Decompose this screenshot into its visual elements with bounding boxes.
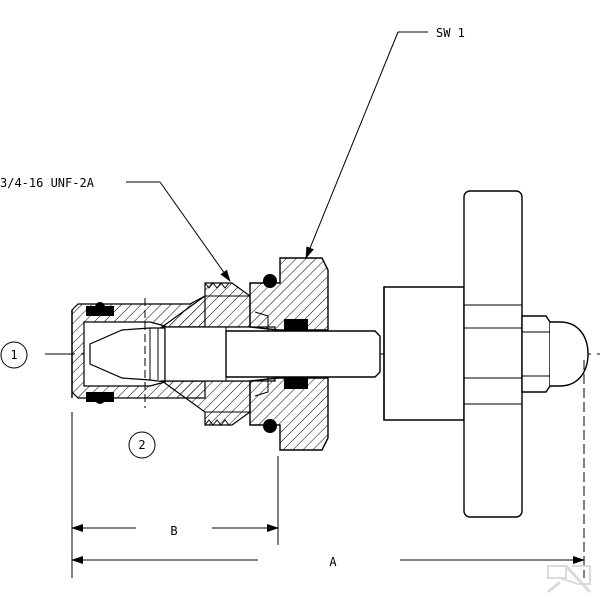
handwheel-hub: [383, 286, 465, 421]
valve-stem: [225, 330, 381, 378]
callout-sw1: [305, 31, 428, 259]
port-2-marker: 2: [128, 431, 156, 459]
cartridge-seals: [86, 302, 114, 404]
hex-flange: [249, 257, 329, 451]
watermark-logo: [547, 564, 592, 594]
acorn-nut: [521, 315, 589, 393]
dimension-b: B: [71, 524, 279, 538]
thread-spec-label: 3/4-16 UNF-2A: [0, 176, 95, 190]
dimension-b-label: B: [170, 524, 177, 538]
dimension-a: A: [71, 555, 585, 569]
port-1-label: 1: [10, 348, 17, 362]
dimension-a-label: A: [329, 555, 337, 569]
port-2-label: 2: [138, 438, 145, 452]
handwheel-disc: [463, 190, 523, 518]
wrench-size-label: SW 1: [436, 26, 465, 40]
callout-thread: [126, 181, 231, 282]
port-1-marker: 1: [0, 341, 28, 369]
